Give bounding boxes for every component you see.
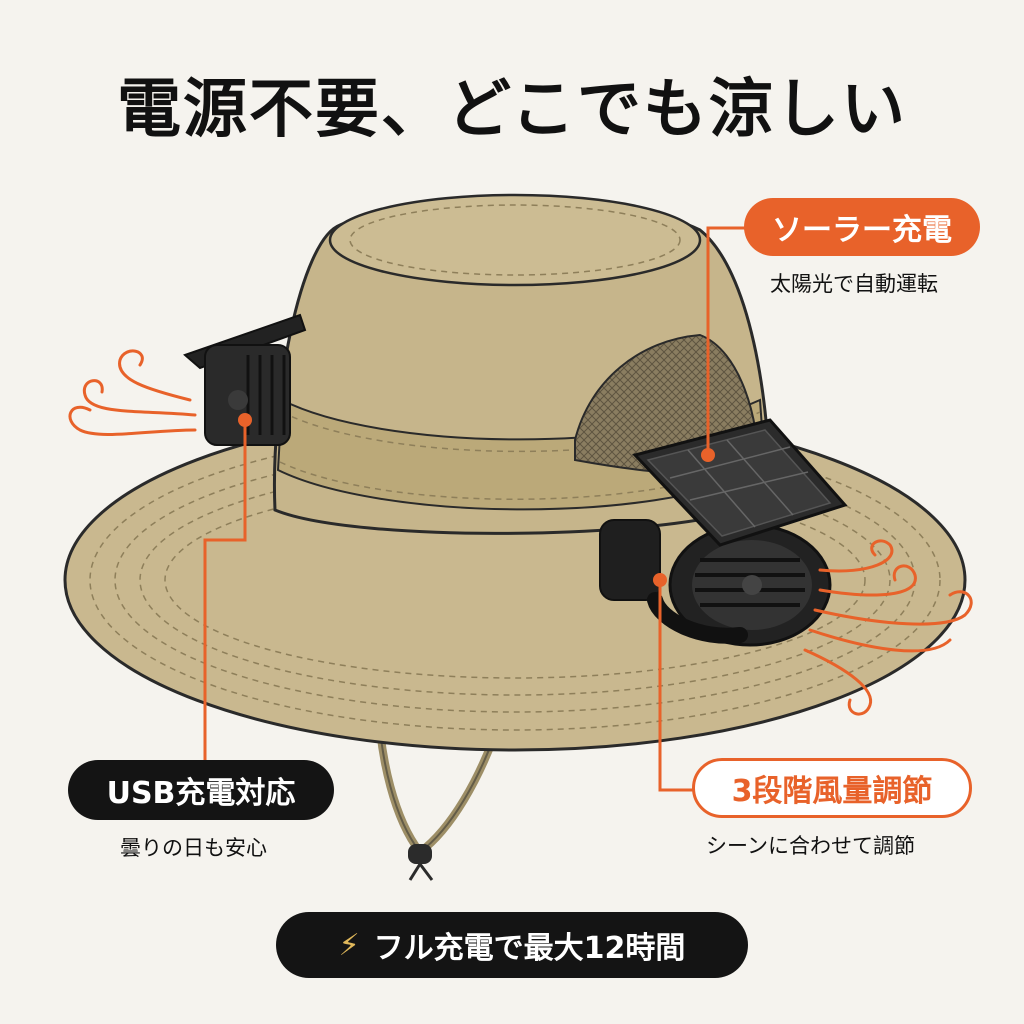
- usb-charging-desc: 曇りの日も安心: [120, 836, 267, 860]
- usb-charging-label: USB充電対応: [106, 776, 296, 811]
- fan-speed-desc: シーンに合わせて調節: [706, 834, 915, 858]
- headline: 電源不要、どこでも涼しい: [116, 73, 908, 147]
- strap-toggle: [408, 844, 432, 864]
- speed-marker: [653, 573, 667, 587]
- wind-lines-left: [68, 349, 197, 436]
- usb-marker: [238, 413, 252, 427]
- solar-marker: [701, 448, 715, 462]
- battery-life-badge: ⚡ フル充電で最大12時間: [276, 912, 748, 978]
- solar-charging-badge: ソーラー充電: [744, 198, 980, 256]
- solar-charging-desc: 太陽光で自動運転: [770, 272, 938, 296]
- fan-speed-label: 3段階風量調節: [731, 774, 933, 809]
- solar-panel: [632, 418, 848, 547]
- solar-charging-label: ソーラー充電: [772, 213, 952, 248]
- battery-life-text: フル充電で最大12時間: [373, 931, 686, 966]
- fan-speed-badge: 3段階風量調節: [692, 758, 972, 818]
- leader-lines: [203, 226, 745, 792]
- right-fan: [599, 519, 832, 647]
- usb-charging-badge: USB充電対応: [68, 760, 334, 820]
- lightning-bolt-icon: ⚡: [338, 927, 360, 963]
- wind-lines-right: [803, 539, 973, 716]
- hat-top: [328, 193, 702, 287]
